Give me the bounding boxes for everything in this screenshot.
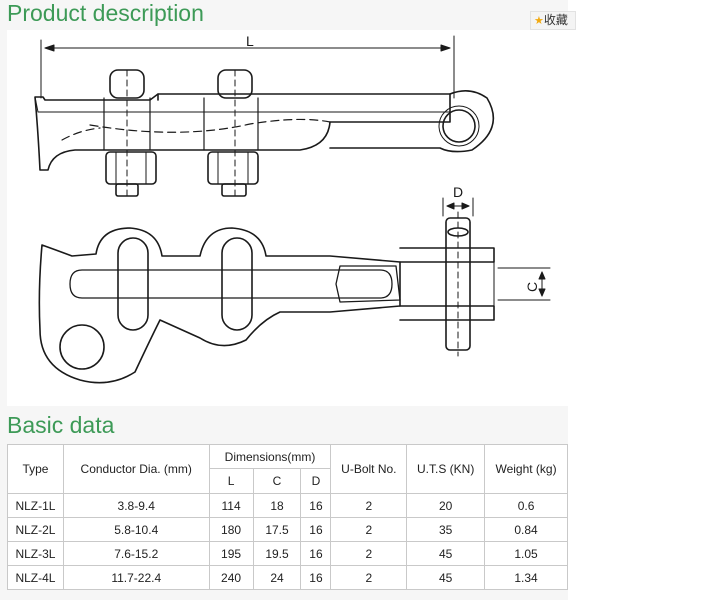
cell-type: NLZ-1L — [7, 493, 64, 518]
specifications-table: Type Conductor Dia. (mm) Dimensions(mm) … — [7, 444, 568, 590]
dimension-c — [497, 267, 551, 301]
cell-ubolt: 2 — [330, 517, 408, 542]
dim-label-l: L — [246, 33, 254, 49]
table-row: NLZ-1L 3.8-9.4 114 18 16 2 20 0.6 — [7, 493, 568, 518]
favorite-button[interactable]: ★收藏 — [530, 11, 576, 30]
cell-ubolt: 2 — [330, 541, 408, 566]
product-drawing: L — [7, 30, 568, 406]
dim-label-d: D — [453, 184, 463, 200]
cell-weight: 1.34 — [484, 565, 568, 590]
cell-d: 16 — [300, 541, 332, 566]
cell-uts: 45 — [406, 541, 486, 566]
header-uts: U.T.S (KN) — [406, 444, 486, 494]
cell-uts: 45 — [406, 565, 486, 590]
clamp-side-view — [34, 69, 495, 199]
cell-d: 16 — [300, 493, 332, 518]
star-icon: ★ — [534, 14, 544, 27]
cell-ubolt: 2 — [330, 565, 408, 590]
table-header-row: Type Conductor Dia. (mm) Dimensions(mm) … — [7, 444, 568, 494]
header-conductor: Conductor Dia. (mm) — [62, 444, 210, 494]
cell-type: NLZ-3L — [7, 541, 64, 566]
cell-type: NLZ-4L — [7, 565, 64, 590]
cell-weight: 1.05 — [484, 541, 568, 566]
cell-conductor: 7.6-15.2 — [62, 541, 210, 566]
cell-l: 240 — [208, 565, 254, 590]
clamp-plan-view — [38, 211, 495, 384]
cell-conductor: 5.8-10.4 — [62, 517, 210, 542]
header-weight: Weight (kg) — [484, 444, 568, 494]
product-description-heading: Product description — [7, 0, 204, 26]
table-row: NLZ-2L 5.8-10.4 180 17.5 16 2 35 0.84 — [7, 517, 568, 542]
table-row: NLZ-3L 7.6-15.2 195 19.5 16 2 45 1.05 — [7, 541, 568, 566]
dimension-l — [40, 35, 455, 99]
header-dim-c: C — [252, 468, 302, 494]
cell-c: 17.5 — [252, 517, 302, 542]
cell-c: 19.5 — [252, 541, 302, 566]
dimension-d — [442, 197, 474, 217]
cell-type: NLZ-2L — [7, 517, 64, 542]
dim-label-c: C — [524, 282, 540, 292]
cell-l: 114 — [208, 493, 254, 518]
cell-d: 16 — [300, 565, 332, 590]
cell-d: 16 — [300, 517, 332, 542]
cell-conductor: 11.7-22.4 — [62, 565, 210, 590]
header-type: Type — [7, 444, 64, 494]
favorite-label: 收藏 — [543, 13, 568, 27]
header-dim-d: D — [300, 468, 332, 494]
header-ubolt: U-Bolt No. — [330, 444, 408, 494]
cell-weight: 0.6 — [484, 493, 568, 518]
cell-c: 24 — [252, 565, 302, 590]
cell-ubolt: 2 — [330, 493, 408, 518]
cell-weight: 0.84 — [484, 517, 568, 542]
table-row: NLZ-4L 11.7-22.4 240 24 16 2 45 1.34 — [7, 565, 568, 590]
basic-data-heading: Basic data — [7, 412, 115, 438]
cell-uts: 35 — [406, 517, 486, 542]
cell-c: 18 — [252, 493, 302, 518]
cell-l: 180 — [208, 517, 254, 542]
header-dimensions: Dimensions(mm) — [208, 444, 332, 469]
cell-conductor: 3.8-9.4 — [62, 493, 210, 518]
header-dim-l: L — [208, 468, 254, 494]
cell-l: 195 — [208, 541, 254, 566]
cell-uts: 20 — [406, 493, 486, 518]
